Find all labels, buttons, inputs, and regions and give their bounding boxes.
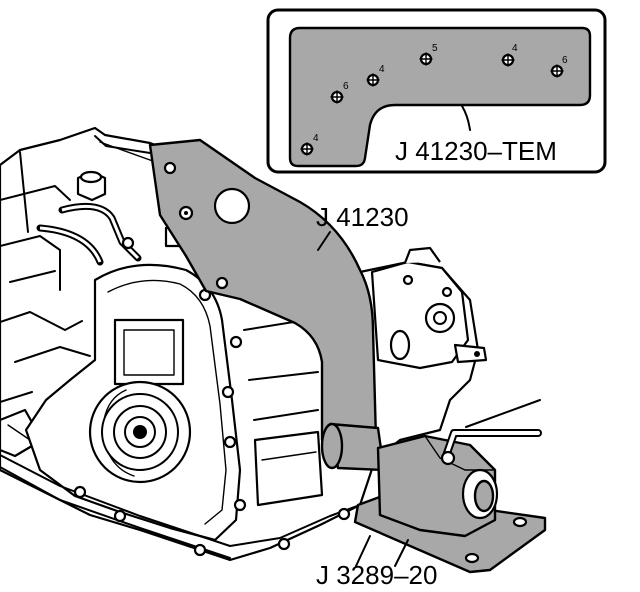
case-right-components <box>370 246 488 370</box>
inspection-opening-inner <box>123 329 175 376</box>
fixture-bolt-center <box>184 211 188 215</box>
torque-converter-center <box>133 425 147 439</box>
rib-line <box>0 185 71 201</box>
base-hole <box>464 552 480 564</box>
tool-body <box>376 434 497 538</box>
bolt-head <box>73 485 87 499</box>
template-hole: 4 <box>501 43 518 67</box>
bell-housing <box>24 263 242 542</box>
bell-housing-inner-edge <box>107 279 227 525</box>
label-fixture: J 41230 <box>316 202 409 232</box>
pan-edge-lower <box>0 466 231 559</box>
bracket-bolt <box>474 351 480 357</box>
bolt-head <box>121 236 135 250</box>
template-hole: 4 <box>300 133 319 156</box>
bolt-head <box>113 509 127 523</box>
template-hole: 4 <box>366 64 385 87</box>
rib-line <box>0 311 83 331</box>
bolt-head <box>277 537 291 551</box>
bolt-head <box>221 385 235 399</box>
label-tool: J 3289–20 <box>316 560 437 590</box>
converter-shading <box>103 389 135 477</box>
bolt-head <box>229 335 243 349</box>
tube-inner <box>39 226 102 263</box>
template-hole: 5 <box>419 43 438 66</box>
shaft-boss-inner <box>433 311 447 325</box>
case-body-details <box>243 319 324 507</box>
hole-crosshair <box>550 64 564 78</box>
fixture-hole <box>213 187 251 225</box>
bolt-head <box>233 498 247 512</box>
tool-bore-inner <box>473 479 495 513</box>
bolt-head <box>193 543 207 557</box>
hole-label: 5 <box>432 43 438 54</box>
hole-label: 6 <box>343 81 349 92</box>
template-inset: 4 6 4 5 4 <box>266 8 607 174</box>
callouts: J 41230 J 3289–20 <box>316 202 437 590</box>
rib-line <box>9 270 56 283</box>
body-rib <box>261 451 317 461</box>
hole-crosshair <box>366 73 380 87</box>
rib-line <box>0 235 61 291</box>
hole-label: 4 <box>379 64 385 75</box>
case-pan-block <box>253 430 324 507</box>
hole-crosshair <box>300 142 314 156</box>
rib-line <box>0 391 33 403</box>
bolt-head <box>337 507 351 521</box>
leader-line-tool <box>394 539 409 567</box>
oil-pan <box>0 454 361 559</box>
hole-label: 4 <box>313 133 319 144</box>
template-holes: 4 6 4 5 4 <box>300 43 568 156</box>
torque-converter-pilot <box>124 416 156 448</box>
handle-brace <box>465 399 541 428</box>
template-plate <box>288 26 592 168</box>
leader-line-fixture <box>317 231 331 251</box>
handle-rod-inner <box>444 431 540 458</box>
rib-line <box>19 151 29 233</box>
label-template: J 41230–TEM <box>395 136 557 166</box>
pan-edge-upper <box>0 454 361 547</box>
bracket <box>453 343 488 364</box>
bolt-head <box>223 435 237 449</box>
fixture-shaft-end <box>320 422 344 470</box>
fixture-bolt <box>215 276 229 290</box>
rib-line <box>14 346 91 363</box>
leader-line-template <box>461 105 471 131</box>
torque-converter-hub <box>113 405 167 459</box>
hole-label: 6 <box>562 55 568 66</box>
right-housing-cap <box>403 246 441 264</box>
bolt-head <box>441 286 453 298</box>
hole-crosshair <box>501 53 515 67</box>
fixture-arm <box>148 138 378 442</box>
leader-line-tool <box>355 535 371 567</box>
shaft-boss <box>424 302 456 334</box>
rib-line <box>7 424 31 441</box>
fixture-bolt <box>163 161 177 175</box>
bolt-head <box>402 274 414 286</box>
body-rib <box>248 371 319 381</box>
base-hole <box>512 516 528 528</box>
hole-crosshair <box>330 90 344 104</box>
tube-inner <box>61 204 140 260</box>
torque-converter-ring <box>101 393 179 471</box>
hole-label: 4 <box>512 43 518 54</box>
tool-j3289-20 <box>353 399 547 574</box>
body-rib <box>253 409 319 421</box>
template-hole: 6 <box>550 55 568 78</box>
hole-crosshair <box>419 52 433 66</box>
template-hole: 6 <box>330 81 349 104</box>
plug-cap <box>79 170 103 184</box>
handle-pivot <box>440 450 456 466</box>
cylinder-end <box>389 329 411 361</box>
